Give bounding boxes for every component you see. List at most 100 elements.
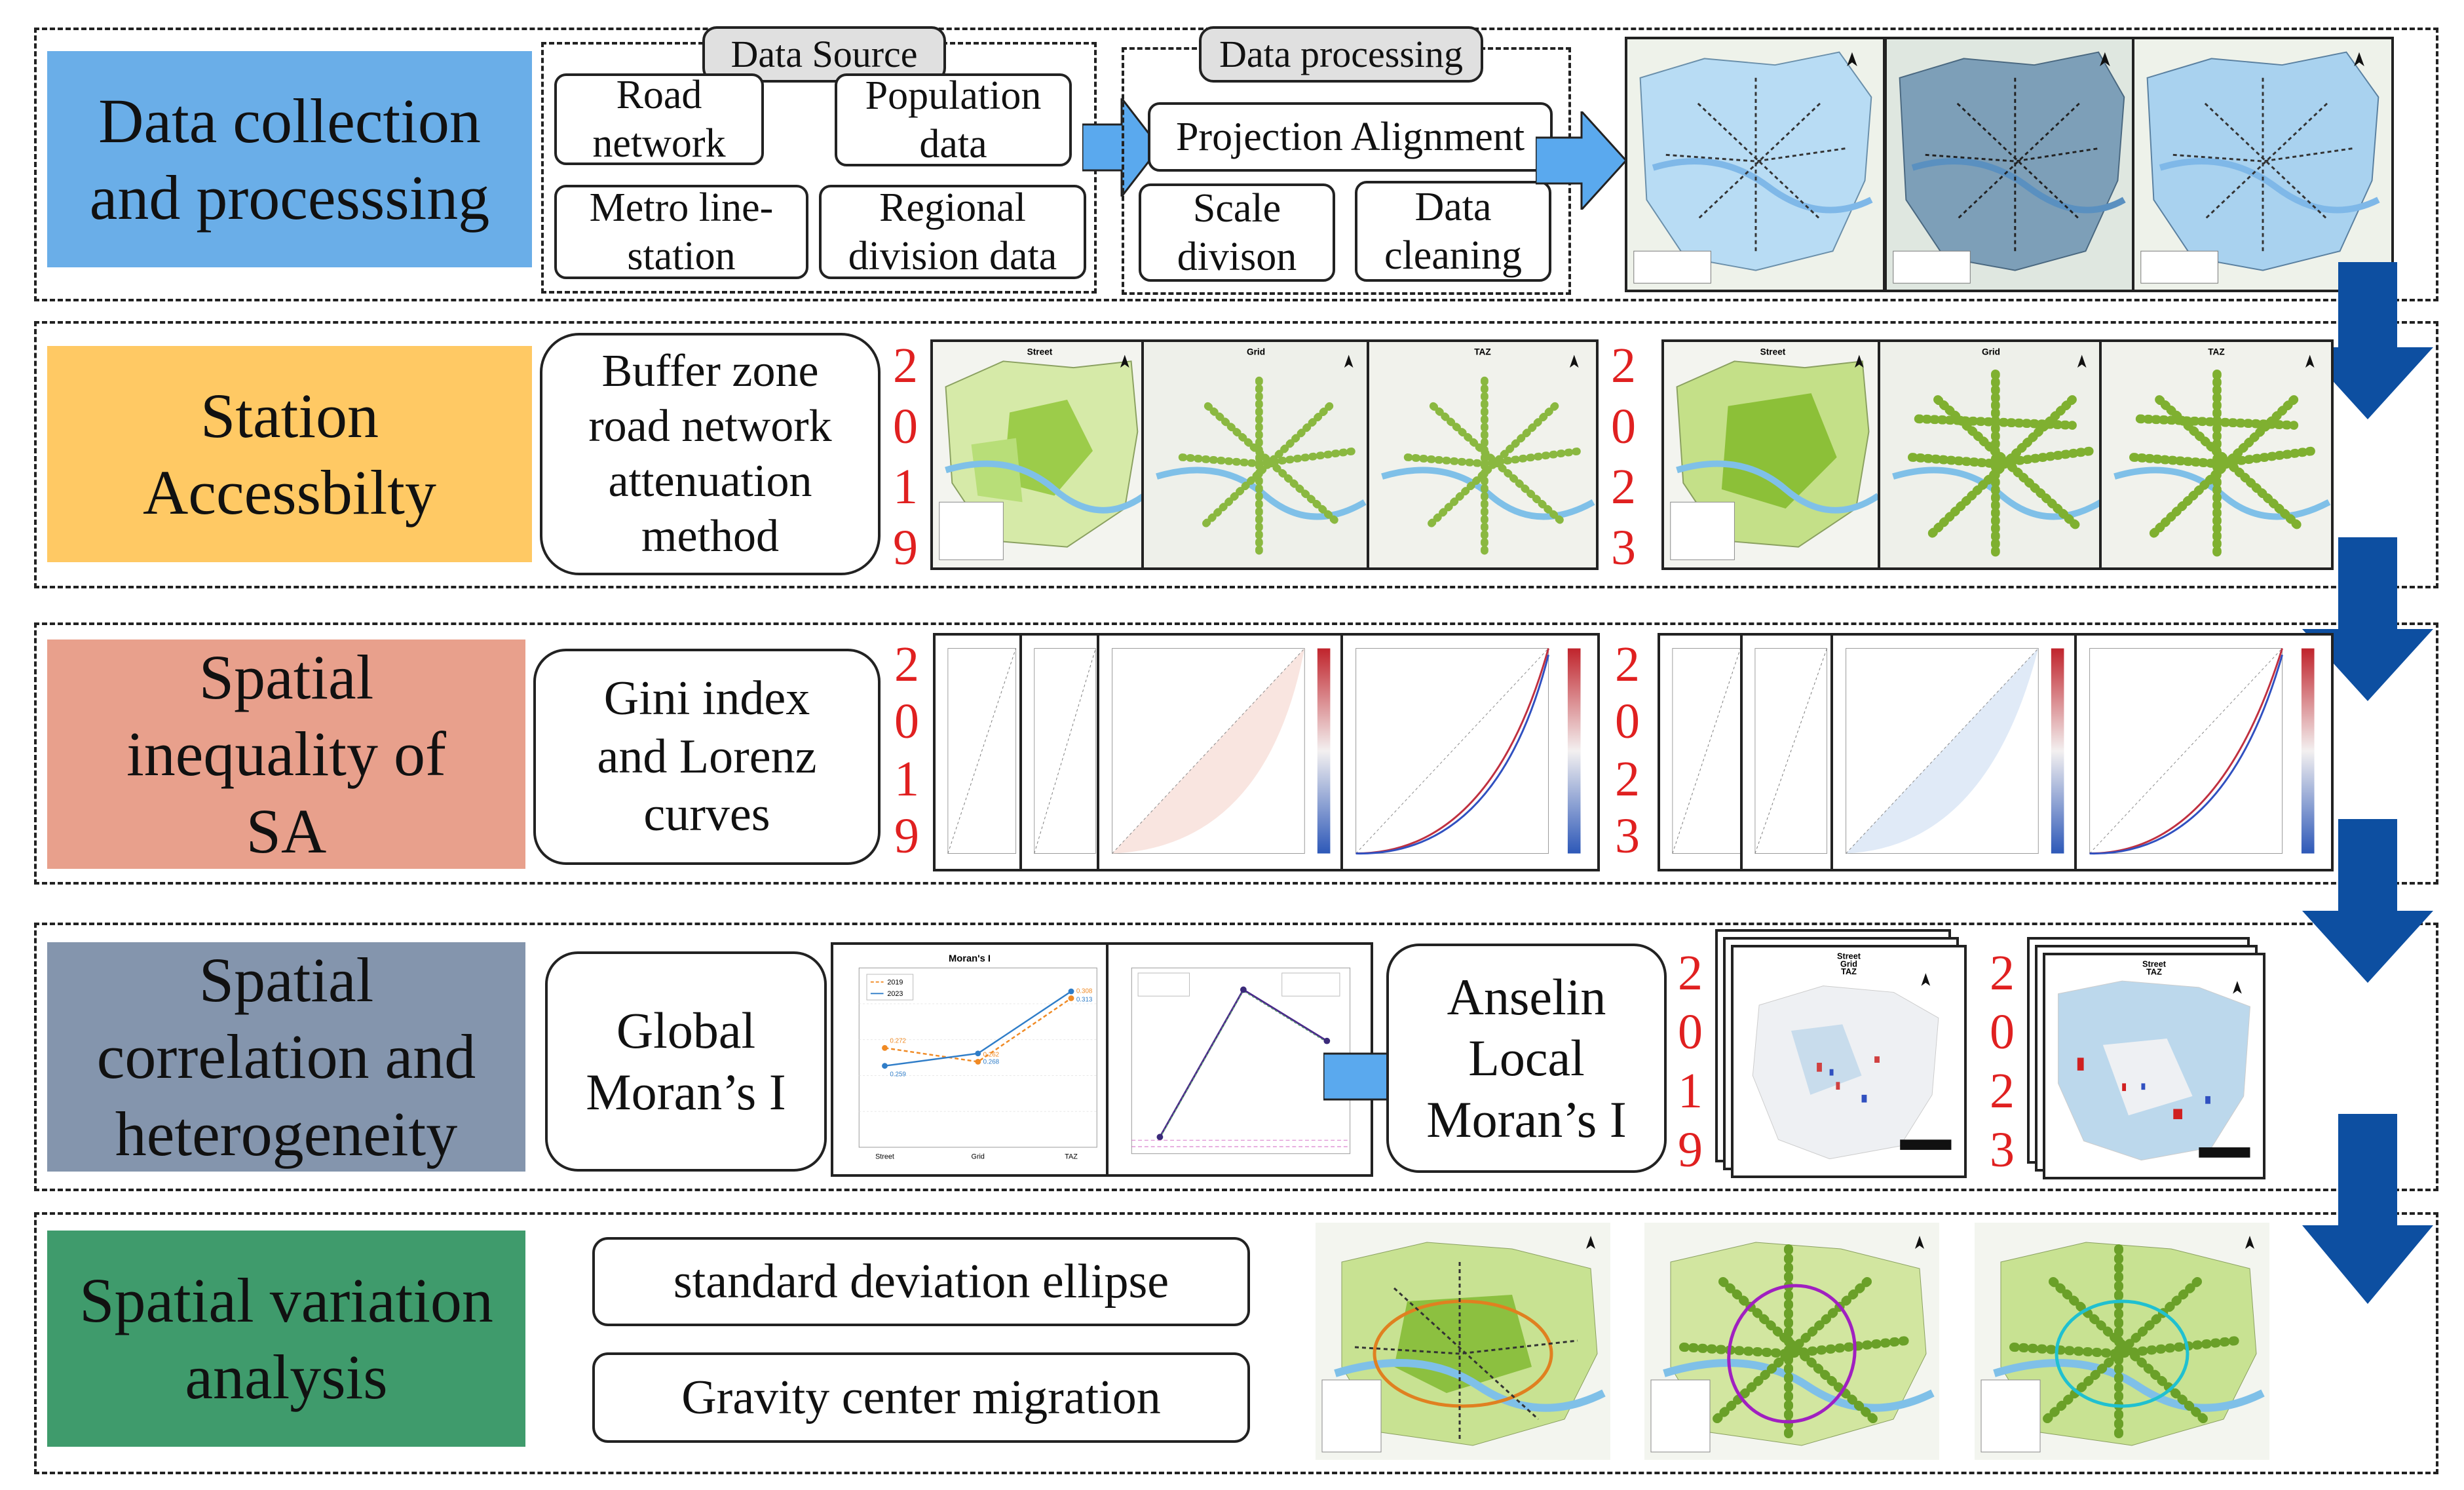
- legend-label: 2019: [887, 979, 903, 987]
- arrow-down-icon: [2302, 262, 2433, 419]
- arrow-down-icon: [2302, 1114, 2433, 1304]
- legend-label: 2023: [887, 990, 903, 998]
- data-point: [1068, 995, 1074, 1001]
- data-label: 0.268: [983, 1058, 1000, 1065]
- year-digit: 9: [893, 520, 918, 575]
- lorenz-curve-panel: [1097, 633, 1346, 871]
- row-frame-5: [34, 1212, 2438, 1474]
- year-digit: 0: [894, 694, 919, 750]
- year-digit: 9: [1678, 1122, 1703, 1177]
- lorenz-curve-panel: [1740, 633, 1836, 871]
- map-panel-title: TAZ: [2208, 347, 2225, 357]
- gini-lorenz-method-box: Gini index and Lorenz curves: [533, 649, 881, 865]
- map-panel-title: Grid: [1982, 347, 2000, 357]
- row-frame-2: [34, 321, 2438, 588]
- year-2019-label: 2 0 1 9: [886, 335, 925, 578]
- year-digit: 1: [894, 751, 919, 807]
- map-panel-title: Street: [2142, 960, 2167, 969]
- data-point: [975, 1058, 981, 1065]
- data-label: 0.313: [1076, 997, 1093, 1004]
- morans-i-chart: Moran's I 0.272 0.262 0.308 0.259 0.268 0.313…: [831, 942, 1109, 1177]
- year-digit: 0: [1611, 398, 1636, 454]
- year-2023-label: 2 0 2 3: [1982, 944, 2022, 1179]
- x-tick-label: TAZ: [1065, 1153, 1078, 1161]
- year-digit: 1: [1678, 1063, 1703, 1118]
- population-data-box: Population data: [835, 73, 1072, 166]
- data-cleaning-box: Data cleaning: [1355, 181, 1551, 282]
- year-digit: 2: [1678, 946, 1703, 1001]
- buffer-zone-method-box: Buffer zone road network attenuation met…: [540, 333, 881, 575]
- projection-alignment-box: Projection Alignment: [1148, 102, 1553, 172]
- accessibility-map-taz-2023: TAZ: [2099, 339, 2334, 570]
- year-digit: 2: [894, 636, 919, 692]
- data-point: [882, 1044, 888, 1051]
- x-tick-label: Grid: [972, 1153, 985, 1161]
- year-2023-label: 2 0 2 3: [1608, 636, 1647, 865]
- map-taz-division: [2132, 37, 2394, 292]
- year-2019-label: 2 0 1 9: [1671, 944, 1710, 1179]
- ellipse-map-3: [1975, 1223, 2269, 1460]
- map-panel-title: TAZ: [1474, 347, 1491, 357]
- stage-spatial-correlation: Spatial correlation and heterogeneity: [47, 942, 525, 1172]
- data-label: 0.259: [890, 1071, 906, 1078]
- road-network-box: Road network: [554, 73, 764, 166]
- map-panel-title: Grid: [1247, 347, 1265, 357]
- year-digit: 0: [1615, 694, 1640, 750]
- lorenz-curve-panel: [1340, 633, 1600, 871]
- data-point: [1068, 988, 1074, 995]
- year-digit: 2: [1611, 338, 1636, 394]
- map-panel-title: Street: [1027, 347, 1053, 357]
- ellipse-map-2: [1644, 1223, 1939, 1460]
- chart-grid: [859, 1003, 1097, 1112]
- global-morans-i-box: Global Moran’s I: [545, 951, 827, 1172]
- stage-data-collection: Data collection and processsing: [47, 51, 532, 267]
- accessibility-map-grid-2019: Grid: [1141, 339, 1371, 570]
- accessibility-map-street-2019: Street: [930, 339, 1149, 570]
- arrow-right-icon: [1536, 111, 1627, 210]
- data-label: 0.262: [983, 1052, 1000, 1059]
- accessibility-map-street-2023: Street: [1661, 339, 1884, 570]
- year-digit: 0: [1990, 1004, 2015, 1060]
- data-processing-label: Data processing: [1199, 26, 1483, 83]
- accessibility-map-taz-2019: TAZ: [1367, 339, 1599, 570]
- map-panel-title: Street: [1760, 347, 1786, 357]
- lorenz-curve-panel: [1019, 633, 1102, 871]
- chart-series-group: 0.272 0.262 0.308 0.259 0.268 0.313: [882, 988, 1093, 1078]
- year-digit: 2: [1990, 1063, 2015, 1118]
- year-2019-label: 2 0 1 9: [887, 636, 926, 865]
- arrow-down-icon: [2302, 819, 2433, 983]
- gravity-center-migration-box: Gravity center migration: [592, 1352, 1250, 1443]
- year-digit: 2: [1615, 636, 1640, 692]
- data-label: 0.272: [890, 1038, 906, 1045]
- map-panel-title: Street: [1837, 952, 1861, 961]
- map-panel-title: TAZ: [2146, 967, 2162, 976]
- metro-line-station-box: Metro line-station: [554, 185, 808, 279]
- year-digit: 2: [893, 338, 918, 394]
- chart-title: Moran's I: [949, 953, 991, 964]
- data-source-label: Data Source: [702, 26, 946, 83]
- year-digit: 3: [1611, 520, 1636, 575]
- row-frame-4: [34, 923, 2438, 1191]
- data-label: 0.308: [1076, 988, 1093, 995]
- year-digit: 3: [1990, 1122, 2015, 1177]
- lisa-map-2023: Street TAZ: [2043, 953, 2265, 1179]
- lorenz-curve-panel: [2074, 633, 2334, 871]
- lisa-map-2019: Street Grid TAZ: [1731, 945, 1967, 1178]
- year-digit: 2: [1990, 946, 2015, 1001]
- arrow-down-icon: [2302, 537, 2433, 701]
- lorenz-curve-panel: [933, 633, 1025, 871]
- year-2023-label: 2 0 2 3: [1604, 335, 1643, 578]
- map-grid-division: [1884, 37, 2134, 292]
- year-digit: 9: [894, 809, 919, 864]
- year-digit: 0: [1678, 1004, 1703, 1060]
- regional-division-box: Regional division data: [819, 185, 1086, 279]
- chart-legend: 2019 2023: [866, 974, 914, 1001]
- standard-deviation-ellipse-box: standard deviation ellipse: [592, 1237, 1250, 1326]
- year-digit: 2: [1615, 751, 1640, 807]
- data-point: [882, 1063, 888, 1069]
- lorenz-curve-panel: [1830, 633, 2079, 871]
- year-digit: 1: [893, 459, 918, 515]
- year-digit: 0: [893, 398, 918, 454]
- map-street-division: [1625, 37, 1886, 292]
- year-digit: 3: [1615, 809, 1640, 864]
